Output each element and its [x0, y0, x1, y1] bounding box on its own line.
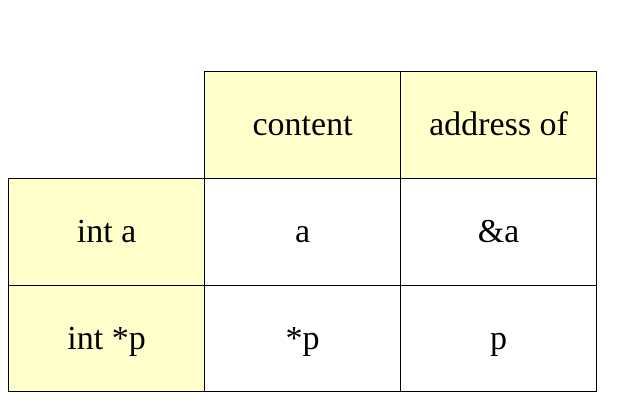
cell-value: &a — [477, 213, 520, 250]
table-cell: &a — [400, 178, 597, 286]
row-header-label: int *p — [67, 319, 146, 357]
cell-value: *p — [285, 319, 320, 357]
table-cell: *p — [204, 285, 401, 392]
column-header-content: content — [204, 71, 401, 179]
column-header-address-of: address of — [400, 71, 597, 179]
cell-value: a — [294, 213, 311, 250]
row-header-int-a: int a — [8, 178, 205, 286]
cell-value: p — [490, 319, 507, 357]
table-cell: a — [204, 178, 401, 286]
column-header-label: content — [252, 106, 353, 143]
column-header-label: address of — [429, 106, 568, 143]
table-cell: p — [400, 285, 597, 392]
row-header-label: int a — [76, 213, 137, 250]
row-header-int-p: int *p — [8, 285, 205, 392]
